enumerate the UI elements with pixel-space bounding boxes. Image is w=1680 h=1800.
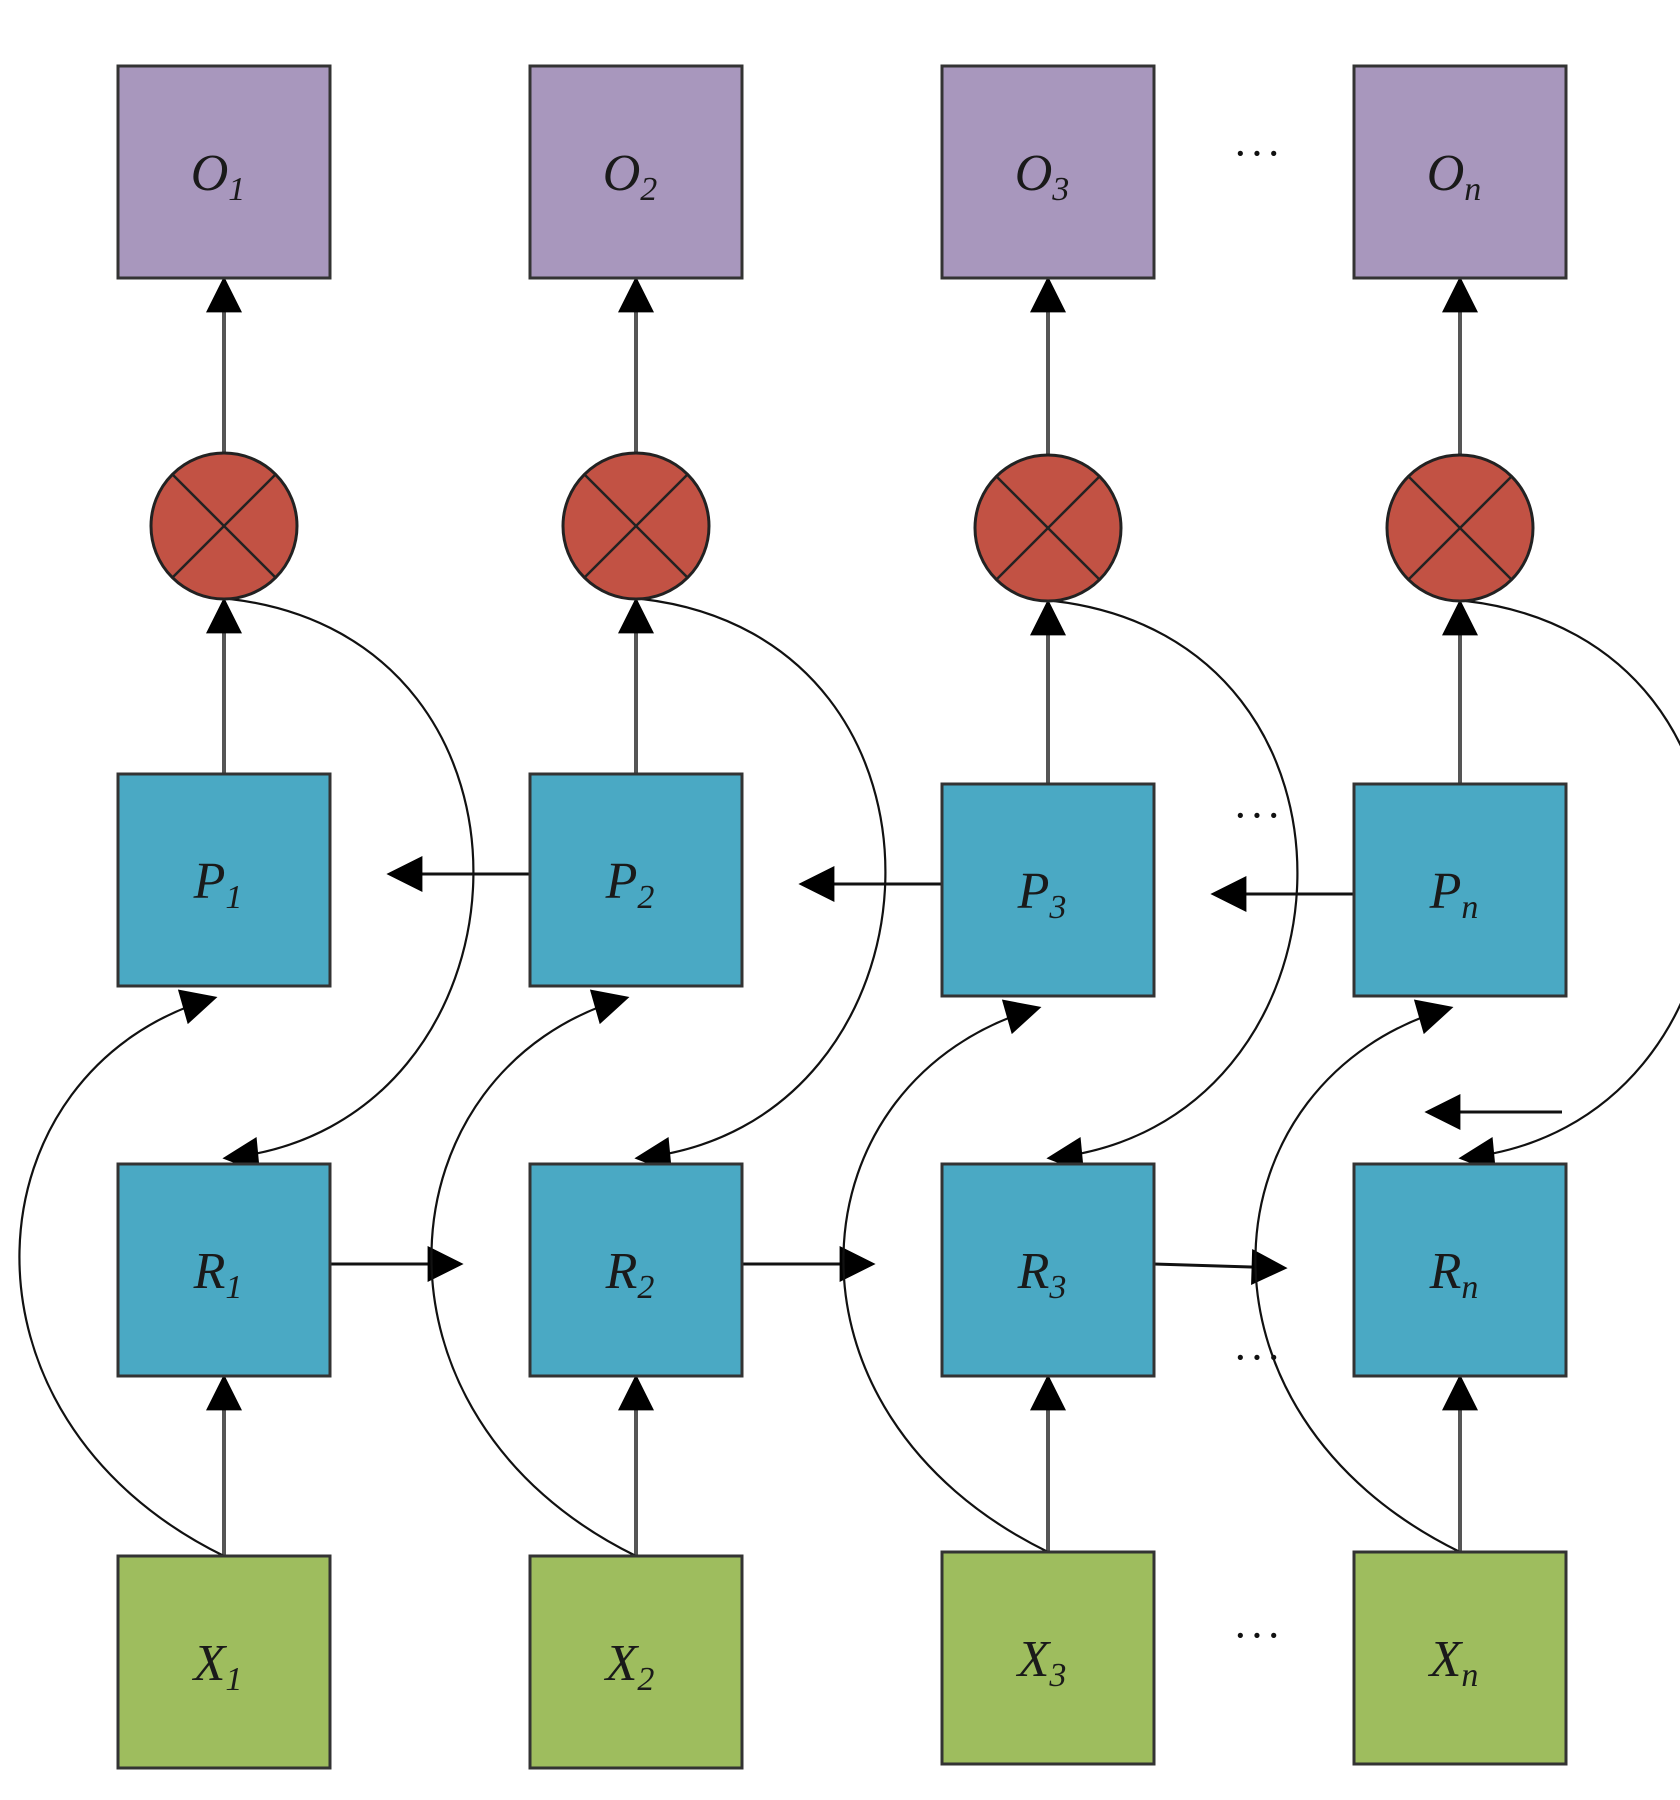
ellipsis-2: ··· — [1233, 791, 1283, 840]
p-label-3: P3 — [1017, 863, 1067, 926]
r-label-1-subscript: 1 — [225, 1269, 242, 1306]
p-label-2: P2 — [605, 853, 655, 916]
x-label-3: X3 — [1016, 1631, 1067, 1694]
r-label-3-base: R — [1017, 1243, 1050, 1300]
ellipsis-1: ··· — [1233, 129, 1283, 178]
x-label-1-base: X — [192, 1635, 228, 1692]
output-label-2: O2 — [603, 145, 658, 208]
output-label-1: O1 — [191, 145, 246, 208]
gate-cross-b-4 — [1407, 475, 1513, 581]
p-label-2-base: P — [605, 853, 638, 910]
curve-x-to-p-4 — [1254, 999, 1461, 1553]
output-box-4 — [1352, 64, 1568, 280]
r-label-3-subscript: 3 — [1048, 1269, 1066, 1306]
output-label-3: O3 — [1015, 145, 1070, 208]
x-label-2-base: X — [604, 1635, 640, 1692]
output-label-4-base: O — [1427, 145, 1465, 202]
curve-gate-to-r-3 — [1046, 599, 1299, 1173]
output-box-2 — [528, 64, 744, 280]
output-label-3-base: O — [1015, 145, 1053, 202]
x-label-3-subscript: 3 — [1048, 1657, 1066, 1694]
r-label-4: Rn — [1429, 1243, 1479, 1306]
curve-x-to-p-1 — [18, 989, 225, 1557]
x-label-2: X2 — [604, 1635, 655, 1698]
x-box-1 — [116, 1554, 332, 1770]
r-label-4-base: R — [1429, 1243, 1462, 1300]
ellipsis-3: ··· — [1233, 1333, 1283, 1382]
x-label-1: X1 — [192, 1635, 243, 1698]
x-box-2 — [528, 1554, 744, 1770]
p-label-1: P1 — [193, 853, 243, 916]
p-label-4: Pn — [1429, 863, 1479, 926]
output-label-4-subscript: n — [1464, 171, 1481, 208]
x-box-3 — [940, 1550, 1156, 1766]
p-label-1-base: P — [193, 853, 226, 910]
ellipsis-4: ··· — [1233, 1611, 1283, 1660]
r-box-3 — [940, 1162, 1156, 1378]
curve-gate-to-r-2 — [634, 597, 887, 1173]
gate-cross-b-2 — [583, 473, 689, 579]
p-box-4 — [1352, 782, 1568, 998]
x-label-2-subscript: 2 — [637, 1661, 654, 1698]
r-label-2: R2 — [605, 1243, 655, 1306]
r-label-4-subscript: n — [1461, 1269, 1478, 1306]
p-label-1-subscript: 1 — [225, 879, 242, 916]
p-label-4-base: P — [1429, 863, 1462, 920]
r-label-1: R1 — [193, 1243, 243, 1306]
r-box-1 — [116, 1162, 332, 1378]
x-box-4 — [1352, 1550, 1568, 1766]
p-label-4-subscript: n — [1461, 889, 1478, 926]
curve-x-to-p-3 — [842, 999, 1049, 1553]
r-box-4 — [1352, 1162, 1568, 1378]
gate-cross-b-1 — [171, 473, 277, 579]
r-label-2-base: R — [605, 1243, 638, 1300]
output-label-2-base: O — [603, 145, 641, 202]
edges-layer — [18, 276, 1680, 1557]
p-label-2-subscript: 2 — [637, 879, 654, 916]
curve-gate-to-r-1 — [222, 597, 475, 1173]
p-label-3-subscript: 3 — [1048, 889, 1066, 926]
r-label-1-base: R — [193, 1243, 226, 1300]
x-label-4-base: X — [1428, 1631, 1464, 1688]
output-label-1-subscript: 1 — [228, 171, 245, 208]
curve-gate-to-r-4 — [1458, 599, 1680, 1173]
p-box-1 — [116, 772, 332, 988]
output-box-3 — [940, 64, 1156, 280]
output-box-1 — [116, 64, 332, 280]
x-label-4: Xn — [1428, 1631, 1479, 1694]
p-box-3 — [940, 782, 1156, 998]
arrow-r3-to-r4 — [1153, 1249, 1288, 1285]
r-label-3: R3 — [1017, 1243, 1067, 1306]
output-label-3-subscript: 3 — [1051, 171, 1069, 208]
x-label-3-base: X — [1016, 1631, 1052, 1688]
x-label-4-subscript: n — [1461, 1657, 1478, 1694]
curve-x-to-p-2 — [430, 989, 637, 1557]
p-label-3-base: P — [1017, 863, 1050, 920]
r-label-2-subscript: 2 — [637, 1269, 654, 1306]
output-label-1-base: O — [191, 145, 229, 202]
output-label-2-subscript: 2 — [640, 171, 657, 208]
ellipsis-layer: ··· ··· ··· ··· — [1233, 129, 1283, 1660]
p-box-2 — [528, 772, 744, 988]
x-label-1-subscript: 1 — [225, 1661, 242, 1698]
output-label-4: On — [1427, 145, 1482, 208]
r-box-2 — [528, 1162, 744, 1378]
gate-cross-b-3 — [995, 475, 1101, 581]
